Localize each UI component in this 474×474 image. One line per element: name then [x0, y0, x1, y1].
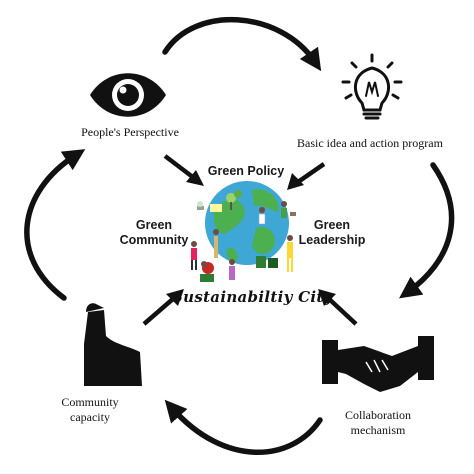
cycle-arrow-top	[162, 16, 322, 72]
lightbulb-icon	[341, 53, 403, 120]
inward-arrow-top-right	[287, 162, 326, 190]
sustainability-city-title: Sustainabiltiy City	[172, 288, 333, 306]
green-activity-figures	[191, 201, 296, 282]
green-community-line-2: Community	[119, 233, 189, 247]
eye-icon	[90, 73, 166, 117]
green-leadership-line-1: Green	[313, 218, 351, 232]
green-leadership-line-2: Leadership	[298, 233, 366, 247]
green-community-label: Green Community	[114, 218, 194, 248]
capacity-line-2: capacity	[70, 410, 110, 424]
collaboration-line-1: Collaboration	[345, 408, 411, 422]
green-policy-label: Green Policy	[207, 164, 285, 178]
green-community-line-1: Green	[135, 218, 173, 232]
inward-arrow-bottom-left	[142, 289, 184, 326]
handshake-icon	[322, 336, 434, 392]
node-label-collaboration: Collaboration mechanism	[336, 408, 420, 438]
cycle-arrow-left	[24, 149, 86, 301]
inward-arrow-top-left	[163, 154, 204, 186]
node-label-community-capacity: Community capacity	[48, 395, 132, 425]
cycle-arrow-bottom	[164, 399, 323, 455]
cycle-arrow-right	[399, 162, 455, 299]
node-label-basic-idea: Basic idea and action program	[297, 136, 443, 150]
collaboration-line-2: mechanism	[350, 423, 406, 437]
node-label-peoples-perspective: People's Perspective	[81, 125, 179, 139]
capacity-line-1: Community	[61, 395, 119, 409]
globe-illustration	[205, 181, 289, 265]
flexed-arm-icon	[84, 303, 142, 386]
inward-arrow-bottom-right	[318, 289, 358, 326]
green-leadership-label: Green Leadership	[292, 218, 372, 248]
